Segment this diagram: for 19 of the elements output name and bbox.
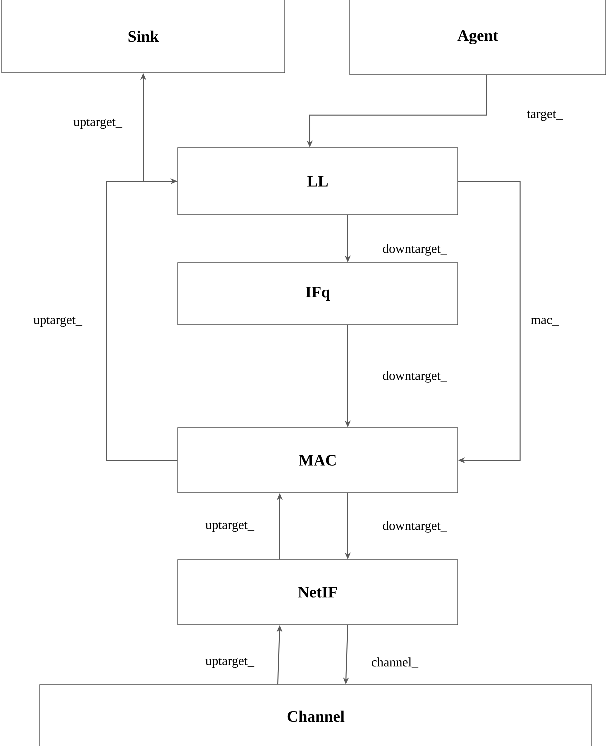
edge-label: uptarget_: [32, 316, 84, 328]
edge-label: mac_: [530, 317, 560, 327]
edge-label: channel_: [370, 656, 420, 670]
process-box: MAC: [178, 428, 458, 494]
arrow: [458, 181, 521, 464]
edge-label: downtarget_: [382, 520, 448, 534]
process-box: IFq: [178, 262, 458, 326]
process-box: Sink: [2, 0, 286, 74]
process-box: Channel: [40, 684, 592, 746]
edge-label: downtarget_: [382, 370, 448, 384]
edge-label: target_: [526, 110, 564, 122]
arrow: [106, 178, 178, 461]
edge-label: uptarget_: [204, 656, 256, 670]
process-box: LL: [178, 148, 458, 216]
process-box: NetIF: [178, 560, 458, 626]
edge-label: downtarget_: [382, 243, 448, 257]
edge-label: uptarget_: [204, 520, 256, 534]
process-box: Agent: [350, 0, 606, 76]
edge-label: uptarget_: [72, 118, 124, 130]
